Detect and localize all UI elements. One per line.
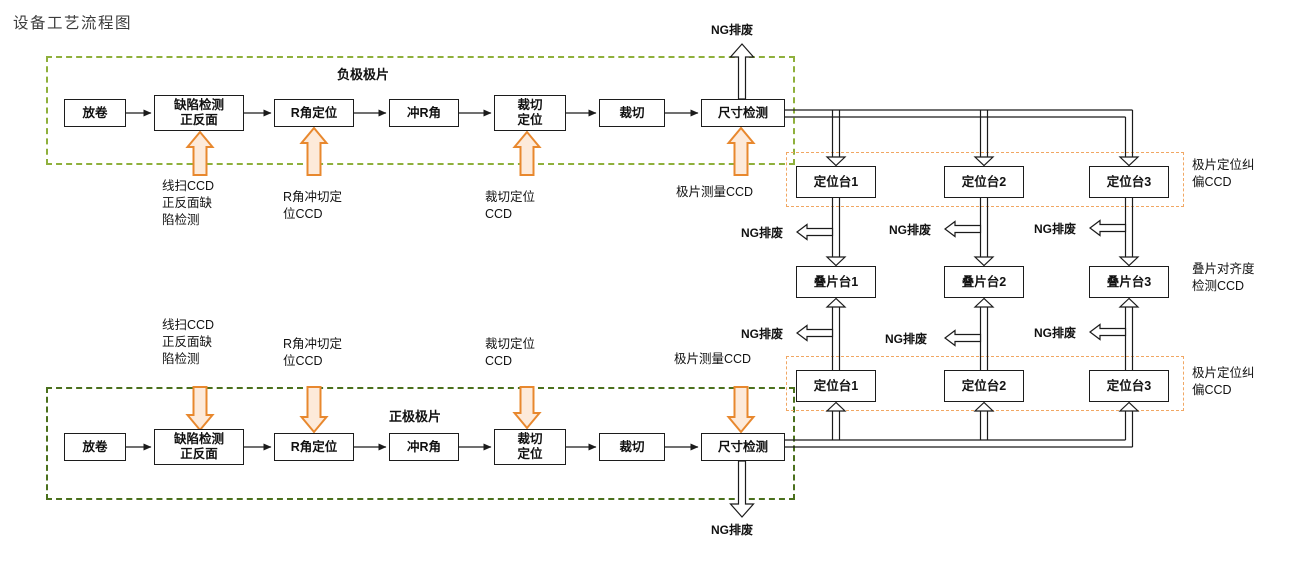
- ccd-label-positive-r-corner: R角冲切定 位CCD: [283, 337, 343, 368]
- top-positioning-ccd-label: 极片定位纠 偏CCD: [1192, 158, 1255, 189]
- ng-left-arrow-icon: [1089, 323, 1127, 341]
- ng-reject-arrow-bottom-icon: [729, 460, 755, 518]
- negative-step-dimension-check: 尺寸检测: [701, 99, 785, 127]
- pipe-arrowhead-icon: [1118, 297, 1140, 308]
- transfer-pipe-heads-bottom: [825, 401, 1140, 412]
- stage-to-stack-heads-up: [825, 297, 1140, 308]
- ng-left-arrow-icon: [944, 329, 982, 347]
- ccd-down-arrow-icon: [512, 386, 542, 430]
- positive-group-label: 正极极片: [389, 409, 442, 424]
- ccd-label-negative-r-corner: R角冲切定 位CCD: [283, 190, 343, 221]
- positive-step-cut-positioning: 裁切 定位: [494, 429, 566, 465]
- ng-label-bottom: NG排废: [711, 523, 754, 537]
- ng-label-r1c3: NG排废: [1034, 222, 1077, 236]
- top-positioning-stage-2: 定位台2: [944, 166, 1024, 198]
- positive-step-defect-inspection: 缺陷检测 正反面: [154, 429, 244, 465]
- ccd-down-arrow-icon: [185, 386, 215, 432]
- ng-reject-arrow-top-icon: [729, 43, 755, 100]
- top-positioning-group-box: [786, 152, 1184, 207]
- pipe-arrowhead-icon: [1118, 256, 1140, 267]
- ng-branch-arrows: [796, 219, 1127, 347]
- negative-group-label: 负极极片: [337, 67, 390, 82]
- positive-line-group-box: [46, 387, 795, 500]
- ccd-label-negative-line-scan: 线扫CCD 正反面缺 陷检测: [162, 179, 215, 227]
- ng-label-r2c1: NG排废: [741, 327, 784, 341]
- ccd-label-positive-cut: 裁切定位 CCD: [485, 337, 536, 368]
- ng-left-arrow-icon: [796, 223, 834, 241]
- bottom-positioning-stage-2: 定位台2: [944, 370, 1024, 402]
- ng-left-arrow-icon: [796, 324, 834, 342]
- negative-step-cut-positioning: 裁切 定位: [494, 95, 566, 131]
- pipe-arrowhead-icon: [825, 297, 847, 308]
- diagram-title: 设备工艺流程图: [13, 14, 133, 32]
- ng-label-r2c3: NG排废: [1034, 326, 1077, 340]
- negative-step-cutting: 裁切: [599, 99, 665, 127]
- stacking-stage-3: 叠片台3: [1089, 266, 1169, 298]
- pipe-arrowhead-icon: [825, 156, 847, 167]
- stage-to-stack-pipes-down: [831, 198, 1134, 257]
- ccd-arrows-negative: [185, 126, 756, 176]
- top-positioning-stage-1: 定位台1: [796, 166, 876, 198]
- bottom-positioning-stage-1: 定位台1: [796, 370, 876, 402]
- pipe-arrowhead-icon: [973, 156, 995, 167]
- bottom-positioning-ccd-label: 极片定位纠 偏CCD: [1192, 366, 1255, 397]
- ng-left-arrow-icon: [1089, 219, 1127, 237]
- positive-step-cutting: 裁切: [599, 433, 665, 461]
- stage-to-stack-heads-down: [825, 256, 1140, 267]
- stacking-stage-2: 叠片台2: [944, 266, 1024, 298]
- stacking-stage-1: 叠片台1: [796, 266, 876, 298]
- pipe-arrowhead-icon: [973, 401, 995, 412]
- pipe-arrowhead-icon: [825, 401, 847, 412]
- pipe-arrowhead-icon: [825, 256, 847, 267]
- ccd-label-negative-measurement: 极片测量CCD: [676, 185, 754, 199]
- ccd-label-negative-cut: 裁切定位 CCD: [485, 190, 536, 221]
- ccd-down-arrow-icon: [726, 386, 756, 434]
- ccd-label-positive-line-scan: 线扫CCD 正反面缺 陷检测: [162, 318, 215, 366]
- ccd-arrows-positive: [185, 386, 756, 434]
- positive-step-r-corner-positioning: R角定位: [274, 433, 354, 461]
- ccd-down-arrow-icon: [299, 386, 329, 434]
- negative-step-defect-inspection: 缺陷检测 正反面: [154, 95, 244, 131]
- ng-label-top: NG排废: [711, 23, 754, 37]
- ccd-label-positive-measurement: 极片测量CCD: [674, 352, 752, 366]
- negative-step-unwinding: 放卷: [64, 99, 126, 127]
- positive-step-unwinding: 放卷: [64, 433, 126, 461]
- ng-label-r2c2: NG排废: [885, 332, 928, 346]
- ng-label-r1c1: NG排废: [741, 226, 784, 240]
- bottom-positioning-stage-3: 定位台3: [1089, 370, 1169, 402]
- ccd-up-arrow-icon: [185, 130, 215, 176]
- negative-step-r-corner-positioning: R角定位: [274, 99, 354, 127]
- transfer-pipe-heads-top: [825, 156, 1140, 167]
- ccd-up-arrow-icon: [726, 126, 756, 176]
- top-positioning-stage-3: 定位台3: [1089, 166, 1169, 198]
- pipe-arrowhead-icon: [973, 297, 995, 308]
- positive-step-r-corner-punch: 冲R角: [389, 433, 459, 461]
- ng-left-arrow-icon: [944, 220, 982, 238]
- ccd-up-arrow-icon: [299, 126, 329, 176]
- positive-step-dimension-check: 尺寸检测: [701, 433, 785, 461]
- pipe-arrowhead-icon: [1118, 401, 1140, 412]
- ccd-up-arrow-icon: [512, 130, 542, 176]
- transfer-pipes-top: [785, 109, 1134, 157]
- stage-to-stack-pipes-up: [831, 307, 1134, 370]
- ng-label-r1c2: NG排废: [889, 223, 932, 237]
- pipe-arrowhead-icon: [1118, 156, 1140, 167]
- pipe-arrowhead-icon: [973, 256, 995, 267]
- negative-step-r-corner-punch: 冲R角: [389, 99, 459, 127]
- transfer-pipes-bottom: [785, 411, 1134, 448]
- stacking-alignment-ccd-label: 叠片对齐度 检测CCD: [1192, 262, 1255, 293]
